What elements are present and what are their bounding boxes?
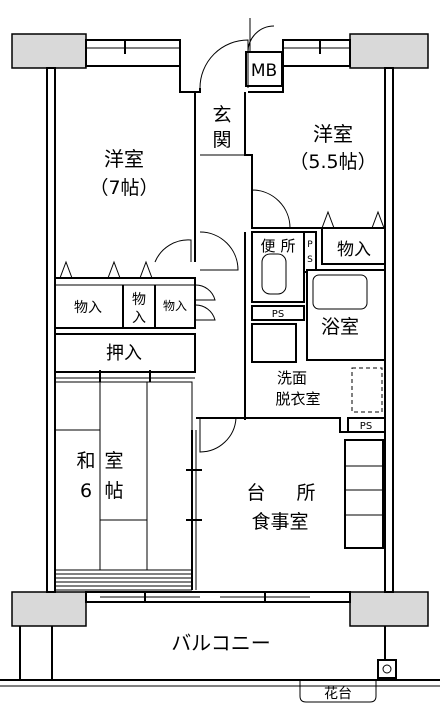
- wall-right: [384, 67, 394, 593]
- label-senmen-2: 脱衣室: [275, 390, 320, 408]
- label-yoshitsu-west: 洋室: [104, 147, 144, 171]
- label-washitsu-shitsu: 室: [104, 450, 123, 472]
- column-bottom-left: [11, 591, 87, 627]
- bathtub: [312, 274, 368, 310]
- column-bottom-right: [349, 591, 429, 627]
- label-washitsu-jo: 帖: [104, 480, 123, 502]
- label-monoire-2b: 入: [132, 310, 146, 326]
- toilet-fixture: [261, 253, 287, 295]
- label-yoshitsu-east-size: （5.5帖）: [289, 151, 376, 173]
- label-benjo-2: 所: [280, 237, 295, 255]
- label-monoire-east: 物入: [337, 240, 371, 260]
- washbasin: [251, 323, 297, 363]
- wall-bottom: [85, 591, 351, 603]
- balcony-fixture: [377, 659, 397, 679]
- wall-top-east: [282, 39, 351, 67]
- label-monoire-1: 物入: [74, 300, 102, 316]
- closet-east-box: [321, 227, 386, 265]
- label-kitchen-2: 食事室: [251, 511, 308, 533]
- label-kitchen-1a: 台: [246, 482, 265, 504]
- label-ps-bath: PS: [272, 309, 284, 320]
- label-monoire-3: 物入: [163, 299, 187, 313]
- ps-small-box: [303, 231, 317, 273]
- label-mb: MB: [251, 61, 277, 81]
- bathroom-box: [306, 269, 386, 361]
- label-balcony: バルコニー: [171, 631, 271, 655]
- label-yoshitsu-west-size: （7帖）: [89, 177, 158, 199]
- label-yoshitsu-east: 洋室: [313, 122, 353, 146]
- washitsu-box: [54, 381, 193, 571]
- toilet-room: [251, 231, 305, 303]
- ps-bath-box: [251, 305, 305, 321]
- wall-top-west: [85, 39, 181, 67]
- column-top-right: [349, 33, 429, 69]
- label-ps-kitchen: PS: [360, 421, 372, 432]
- label-ps-small-1: P: [307, 240, 313, 250]
- tatami-edge: [55, 569, 192, 591]
- label-kitchen-1b: 所: [296, 482, 315, 504]
- label-benjo-1: 便: [260, 237, 275, 255]
- label-washitsu-num: 6: [80, 480, 92, 502]
- washer-space: [351, 367, 383, 413]
- label-yokushitsu: 浴室: [321, 316, 359, 338]
- label-washitsu-wa: 和: [76, 450, 95, 472]
- label-kadai: 花台: [324, 686, 352, 702]
- label-oshiire: 押入: [106, 343, 142, 364]
- wall-left: [46, 67, 56, 593]
- kitchen-counter: [344, 439, 384, 549]
- column-top-left: [11, 33, 87, 69]
- mb-box: [245, 51, 283, 87]
- label-monoire-2a: 物: [132, 292, 146, 308]
- label-genkan-2: 関: [212, 129, 231, 151]
- label-genkan-1: 玄: [212, 104, 231, 126]
- label-senmen-1: 洗面: [277, 369, 307, 387]
- kadai-box: [299, 680, 377, 703]
- ps-kitchen-box: [347, 417, 386, 433]
- label-ps-small-2: S: [307, 255, 313, 265]
- closet-row: [54, 277, 196, 329]
